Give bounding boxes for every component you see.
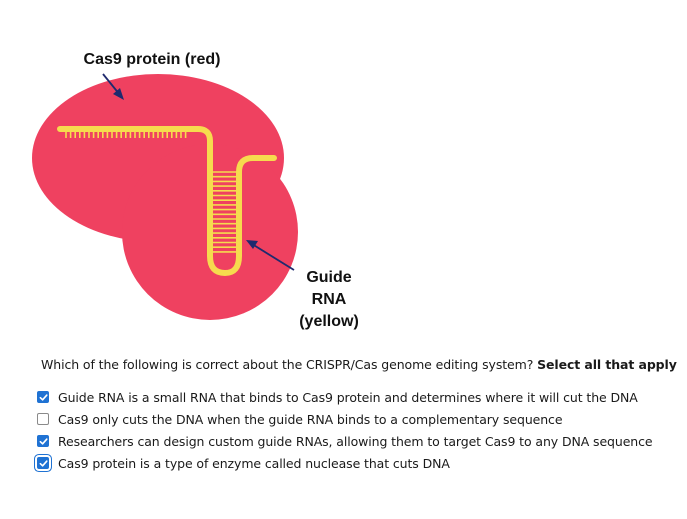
protein-label: Cas9 protein (red) — [84, 51, 221, 68]
answer-options: Guide RNA is a small RNA that binds to C… — [37, 386, 653, 474]
answer-option-3-label: Researchers can design custom guide RNAs… — [58, 433, 653, 449]
checkbox-3[interactable] — [37, 435, 49, 447]
answer-option-4-label: Cas9 protein is a type of enzyme called … — [58, 455, 450, 471]
guide-rna-shape — [57, 126, 277, 277]
question-instruction: Select all that apply — [537, 357, 677, 372]
question-text: Which of the following is correct about … — [41, 357, 677, 372]
checkbox-2[interactable] — [37, 413, 49, 425]
answer-option-1-label: Guide RNA is a small RNA that binds to C… — [58, 389, 638, 405]
rna-label-arrow — [246, 240, 295, 271]
answer-option-2-label: Cas9 only cuts the DNA when the guide RN… — [58, 411, 563, 427]
answer-option-2[interactable]: Cas9 only cuts the DNA when the guide RN… — [37, 408, 653, 430]
answer-option-3[interactable]: Researchers can design custom guide RNAs… — [37, 430, 653, 452]
checkbox-4[interactable] — [37, 457, 49, 469]
cas9-protein-shape — [32, 74, 298, 320]
checkmark-icon — [39, 459, 48, 467]
rna-label-line2: RNA — [312, 291, 347, 308]
protein-label-arrow — [102, 73, 124, 100]
answer-option-4[interactable]: Cas9 protein is a type of enzyme called … — [37, 452, 653, 474]
rna-label-line3: (yellow) — [299, 313, 359, 330]
cas9-diagram: Cas9 protein (red) Guide RNA (yellow) — [32, 51, 359, 330]
answer-option-1[interactable]: Guide RNA is a small RNA that binds to C… — [37, 386, 653, 408]
question-prompt: Which of the following is correct about … — [41, 357, 534, 372]
checkmark-icon — [39, 437, 48, 445]
rna-label-line1: Guide — [306, 269, 351, 286]
checkmark-icon — [39, 393, 48, 401]
checkbox-1[interactable] — [37, 391, 49, 403]
